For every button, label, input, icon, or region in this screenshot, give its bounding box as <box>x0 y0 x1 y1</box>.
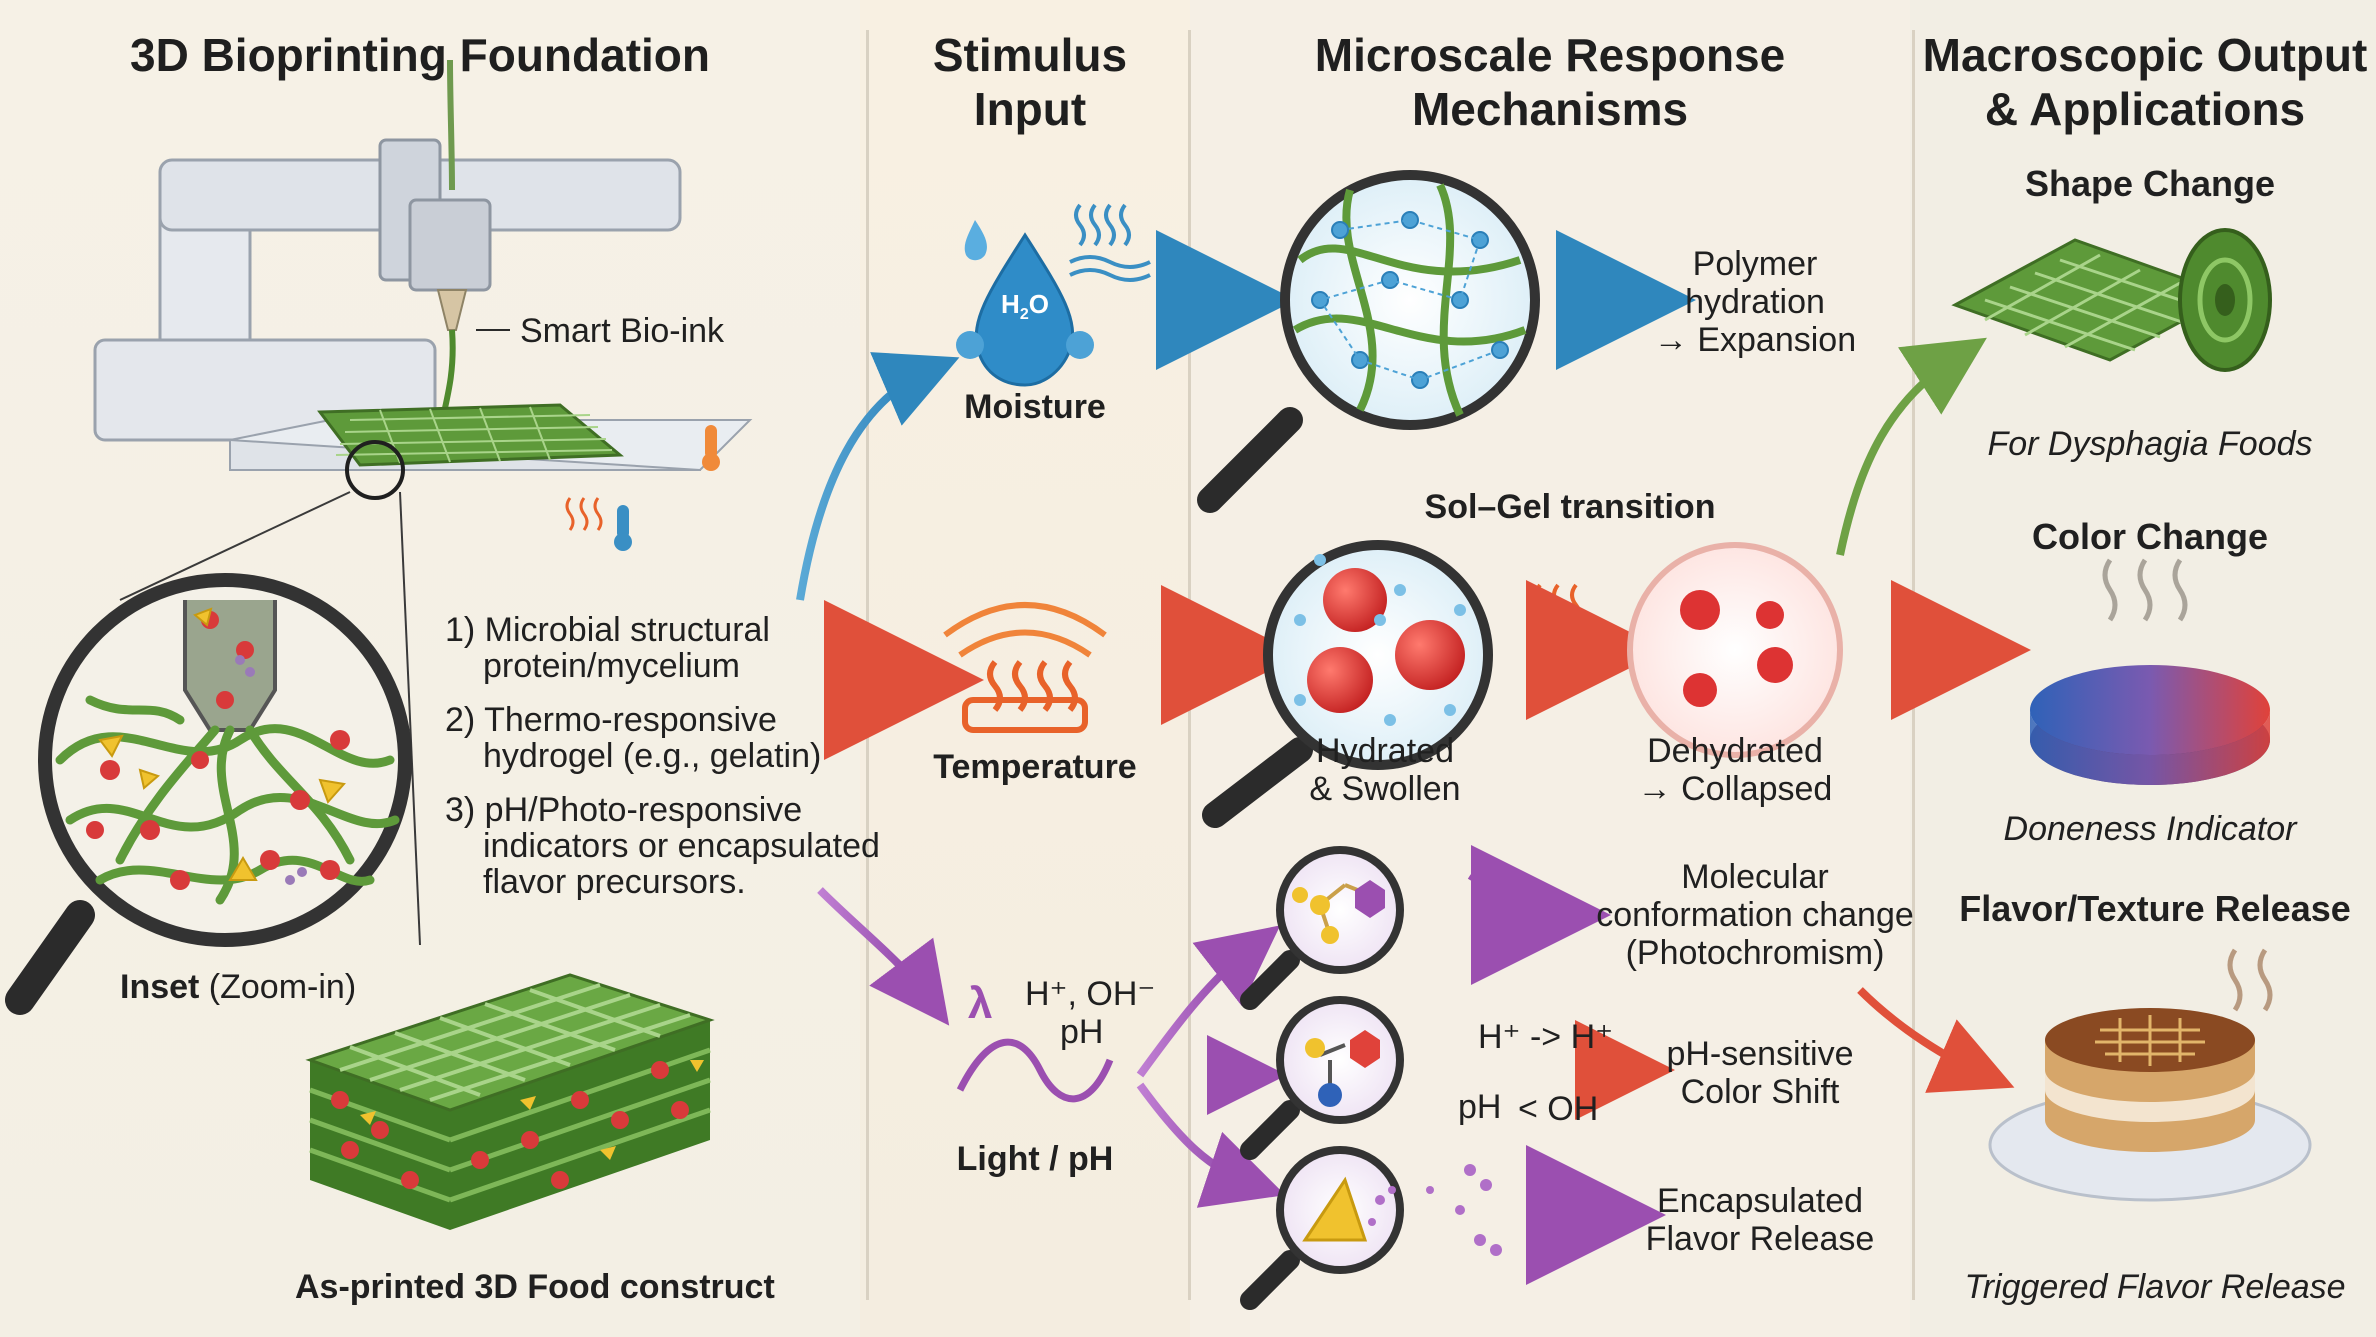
dehydrated-line2: → Collapsed <box>1637 770 1833 808</box>
ingredient-1-line2: protein/mycelium <box>483 647 740 685</box>
ph-equation-bottom-left: pH <box>1458 1088 1502 1126</box>
solgel-label: Sol–Gel transition <box>1424 488 1716 526</box>
header-stimulus: Stimulus Input <box>880 28 1180 136</box>
moisture-label: Moisture <box>964 388 1106 426</box>
flavor-texture-caption: Triggered Flavor Release <box>1964 1268 2346 1306</box>
ingredient-3-line2: indicators or encapsulated <box>483 827 880 865</box>
shape-change-caption: For Dysphagia Foods <box>1987 425 2313 463</box>
ingredient-2-line2: hydrogel (e.g., gelatin) <box>483 737 822 775</box>
flavor-release-line1: Encapsulated <box>1656 1182 1864 1220</box>
bioprinter-illustration <box>93 59 753 946</box>
ingredient-1-line1: 1) Microbial structural <box>445 611 770 649</box>
ions-label: H⁺, OH⁻ <box>1025 975 1156 1013</box>
ingredient-2-line1: 2) Thermo-responsive <box>445 701 777 739</box>
temperature-icon <box>943 602 1107 733</box>
hydrated-line2: & Swollen <box>1309 770 1461 808</box>
header-micro-line1: Microscale Response <box>1314 29 1786 81</box>
hydrated-line1: Hydrated <box>1316 732 1454 770</box>
inset-label-rest: (Zoom-in) <box>199 968 357 1006</box>
header-stimulus-line2: Input <box>973 83 1087 135</box>
hydration-magnifier <box>1197 170 1540 513</box>
lambda-symbol: λ <box>968 979 993 1028</box>
ingredient-3: 3) pH/Photo-responsive indicators or enc… <box>445 792 880 900</box>
ph-equation-bottom-right: < OH <box>1518 1090 1599 1128</box>
ingredient-3-line1: 3) pH/Photo-responsive <box>445 791 803 829</box>
header-macro: Macroscopic Output & Applications <box>1920 28 2370 136</box>
lightph-label: Light / pH <box>956 1140 1114 1178</box>
inset-label-bold: Inset <box>120 968 200 1006</box>
flavor-cake <box>1988 948 2312 1202</box>
color-change-title: Color Change <box>2031 516 2268 557</box>
flavor-texture-title: Flavor/Texture Release <box>1959 888 2351 929</box>
food-construct <box>305 973 715 1230</box>
ph-magnifier <box>1240 996 1404 1160</box>
heat-wave-icon <box>1534 583 1582 627</box>
dehydrated-lens <box>1627 542 1843 758</box>
ingredient-3-line3: flavor precursors. <box>483 863 746 901</box>
shape-change-title: Shape Change <box>2024 163 2276 204</box>
flavor-molecules-icon <box>1426 1164 1502 1256</box>
molecular-line3: (Photochromism) <box>1625 934 1885 972</box>
flavor-magnifier <box>1240 1146 1404 1310</box>
flavor-release-line2: Flavor Release <box>1645 1220 1875 1258</box>
inset-magnifier <box>5 573 412 1015</box>
ingredient-1: 1) Microbial structural protein/mycelium <box>445 612 770 684</box>
construct-label: As-printed 3D Food construct <box>295 1268 775 1306</box>
hydration-line3: → Expansion <box>1653 321 1857 359</box>
hydration-line2: hydration <box>1685 283 1825 321</box>
ph-shift-label: pH-sensitive Color Shift <box>1640 1035 1880 1111</box>
flavor-release-label: Encapsulated Flavor Release <box>1630 1182 1890 1258</box>
color-change-caption: Doneness Indicator <box>2003 810 2297 848</box>
header-macro-line1: Macroscopic Output <box>1922 29 2368 81</box>
hydrated-label: Hydrated & Swollen <box>1280 732 1490 808</box>
doneness-patty <box>2030 558 2270 785</box>
ph-label: pH <box>1060 1013 1104 1051</box>
hydration-line1: Polymer <box>1692 245 1818 283</box>
molecular-line2: conformation change <box>1596 896 1914 934</box>
header-macro-line2: & Applications <box>1984 83 2306 135</box>
h2o-h: H <box>1001 289 1020 319</box>
photochromism-magnifier <box>1240 846 1404 1010</box>
header-stimulus-line1: Stimulus <box>932 29 1128 81</box>
molecular-line1: Molecular <box>1681 858 1829 896</box>
h2o-label: H2O <box>990 285 1060 334</box>
ph-shift-line2: Color Shift <box>1680 1073 1840 1111</box>
header-micro-line2: Mechanisms <box>1411 83 1689 135</box>
ph-shift-line1: pH-sensitive <box>1666 1035 1854 1073</box>
h2o-o: O <box>1028 289 1049 319</box>
ph-equation-top: H⁺ -> H⁺ <box>1478 1018 1614 1056</box>
dehydrated-label: Dehydrated → Collapsed <box>1620 732 1850 808</box>
inset-label: Inset (Zoom-in) <box>120 968 356 1006</box>
temperature-label: Temperature <box>933 748 1137 786</box>
h2o-sub: 2 <box>1019 306 1029 324</box>
molecular-label: Molecular conformation change (Photochro… <box>1590 858 1920 972</box>
header-micro: Microscale Response Mechanisms <box>1230 28 1870 136</box>
shape-change-mesh <box>1951 228 2272 372</box>
hydration-label: Polymer hydration → Expansion <box>1640 245 1870 359</box>
bioink-label: Smart Bio-ink <box>520 312 725 350</box>
hydrated-magnifier <box>1202 540 1493 828</box>
moisture-icon <box>956 203 1151 387</box>
dehydrated-line1: Dehydrated <box>1647 732 1823 770</box>
light-wave-icon <box>956 1038 1114 1103</box>
header-foundation: 3D Bioprinting Foundation <box>129 29 710 81</box>
ingredient-2: 2) Thermo-responsive hydrogel (e.g., gel… <box>445 702 821 774</box>
